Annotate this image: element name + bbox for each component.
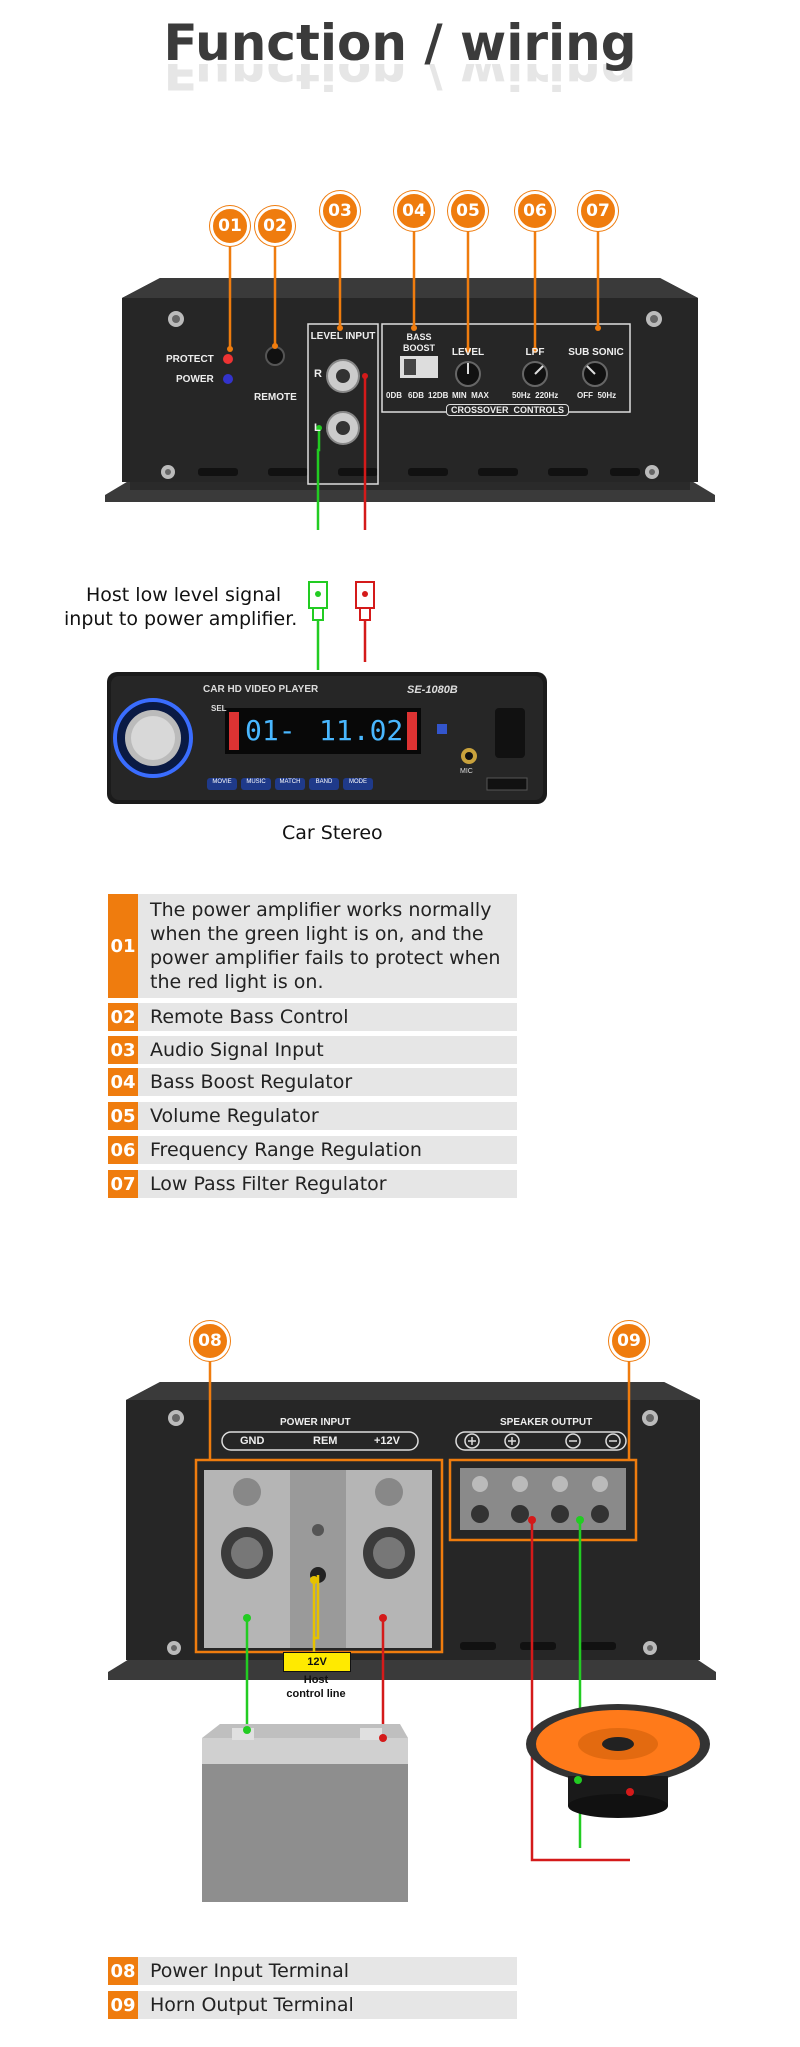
stereo-brand-text: CAR HD VIDEO PLAYER — [203, 684, 319, 695]
host-control-line-1: Host — [303, 1674, 329, 1686]
voltage-tag: 12V — [283, 1652, 351, 1672]
marker-09: 09 — [609, 1321, 649, 1361]
bass-boost-label: BASS BOOST — [402, 332, 435, 353]
power-label: POWER — [176, 374, 214, 385]
car-stereo-illustration — [107, 672, 547, 804]
terminal-text: Horn Output Terminal — [138, 1991, 517, 2019]
stereo-display-right: 11.02 — [319, 714, 404, 747]
plus12v-label: +12V — [374, 1435, 400, 1447]
function-row-04: 04 Bass Boost Regulator — [108, 1068, 517, 1096]
function-num: 06 — [108, 1136, 138, 1164]
level-input-label: LEVEL INPUT — [310, 331, 376, 342]
function-row-06: 06 Frequency Range Regulation — [108, 1136, 517, 1164]
speaker-illustration — [526, 1704, 710, 1818]
terminal-text: Power Input Terminal — [138, 1957, 517, 1985]
car-stereo: CAR HD VIDEO PLAYER SE-1080B SEL 01- 11.… — [107, 668, 547, 808]
off-50-label: OFF 50Hz — [577, 391, 617, 400]
terminal-num: 09 — [108, 1991, 138, 2019]
function-num: 07 — [108, 1170, 138, 1198]
protect-label: PROTECT — [166, 354, 214, 365]
stereo-button-movie[interactable]: MOVIE — [212, 779, 232, 785]
crossover-controls-label: CROSSOVER CONTROLS — [446, 404, 570, 416]
function-row-02: 02 Remote Bass Control — [108, 1003, 517, 1031]
function-num: 04 — [108, 1068, 138, 1096]
amplifier-front-panel: 01 02 03 04 05 06 07 PROTECT POWER REMOT… — [0, 150, 800, 560]
function-text: Low Pass Filter Regulator — [138, 1170, 517, 1198]
function-num: 02 — [108, 1003, 138, 1031]
remote-label: REMOTE — [254, 392, 297, 403]
stereo-button-mode[interactable]: MODE — [349, 779, 367, 785]
stereo-model: SE-1080B — [407, 684, 458, 696]
function-text: Frequency Range Regulation — [138, 1136, 517, 1164]
marker-02: 02 — [255, 206, 295, 246]
gnd-label: GND — [240, 1435, 265, 1447]
db6-label: 6DB — [408, 391, 425, 400]
hz-range-label: 50Hz 220Hz — [512, 391, 559, 400]
page-title-reflection: Function / wiring — [163, 64, 637, 100]
marker-04: 04 — [394, 191, 434, 231]
power-input-label: POWER INPUT — [280, 1417, 351, 1428]
marker-01: 01 — [210, 206, 250, 246]
function-text: Volume Regulator — [138, 1102, 517, 1130]
db0-label: 0DB — [386, 391, 403, 400]
function-text: Remote Bass Control — [138, 1003, 517, 1031]
rca-plugs — [308, 581, 375, 670]
signal-caption-line1: Host low level signal — [86, 584, 282, 606]
terminal-num: 08 — [108, 1957, 138, 1985]
function-row-03: 03 Audio Signal Input — [108, 1036, 517, 1064]
r-label: R — [314, 368, 322, 380]
amplifier-rear-illustration — [108, 1356, 716, 1878]
level-label: LEVEL — [451, 347, 485, 358]
car-stereo-caption: Car Stereo — [282, 822, 383, 844]
function-text: The power amplifier works normally when … — [138, 894, 517, 998]
signal-caption-line2: input to power amplifier. — [64, 608, 298, 630]
stereo-button-music[interactable]: MUSIC — [246, 779, 266, 785]
stereo-sel-label: SEL — [211, 704, 227, 713]
host-control-line-2: control line — [286, 1688, 346, 1700]
sub-sonic-label: SUB SONIC — [568, 347, 624, 358]
terminal-row-08: 08 Power Input Terminal — [108, 1957, 517, 1985]
amplifier-rear-panel: 08 09 POWER INPUT GND REM +12V SPEAKER O… — [0, 1320, 800, 1920]
battery-illustration — [202, 1724, 408, 1902]
page-title: Function / wiring — [163, 14, 637, 72]
marker-06: 06 — [515, 191, 555, 231]
stereo-button-band[interactable]: BAND — [315, 779, 333, 785]
marker-03: 03 — [320, 191, 360, 231]
stereo-button-match[interactable]: MATCH — [279, 779, 301, 785]
rem-label: REM — [313, 1435, 338, 1447]
marker-08: 08 — [190, 1321, 230, 1361]
db12-label: 12DB — [428, 391, 449, 400]
function-text: Bass Boost Regulator — [138, 1068, 517, 1096]
terminal-row-09: 09 Horn Output Terminal — [108, 1991, 517, 2019]
function-num: 03 — [108, 1036, 138, 1064]
amplifier-front-illustration — [105, 215, 715, 560]
min-max-label: MIN MAX — [452, 391, 489, 400]
marker-07: 07 — [578, 191, 618, 231]
function-row-01: 01 The power amplifier works normally wh… — [108, 894, 517, 998]
function-num: 05 — [108, 1102, 138, 1130]
function-row-07: 07 Low Pass Filter Regulator — [108, 1170, 517, 1198]
function-text: Audio Signal Input — [138, 1036, 517, 1064]
stereo-display-left: 01- — [245, 714, 296, 747]
stereo-mic-label: MIC — [460, 768, 473, 775]
function-num: 01 — [108, 894, 138, 998]
marker-05: 05 — [448, 191, 488, 231]
speaker-output-label: SPEAKER OUTPUT — [500, 1417, 593, 1428]
function-row-05: 05 Volume Regulator — [108, 1102, 517, 1130]
l-label: L — [314, 422, 321, 434]
lpf-label: LPF — [525, 347, 545, 358]
